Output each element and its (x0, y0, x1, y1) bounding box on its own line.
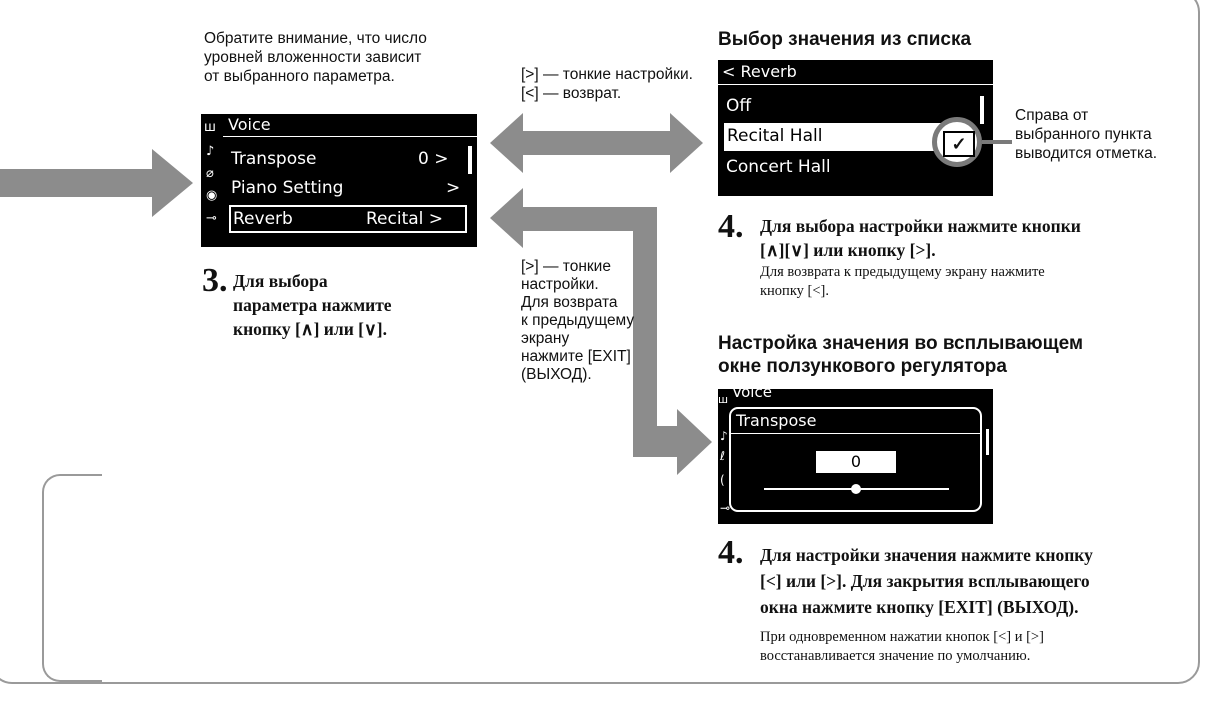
step-4-list-note: Для возврата к предыдущему экрану нажмит… (760, 264, 1045, 299)
checkmark-callout-circle: ✓ (932, 117, 982, 167)
exit-note: [>] — тонкие настройки. Для возврата к п… (521, 258, 635, 383)
note-icon: ♪ (206, 144, 215, 159)
popup-title: Transpose (736, 411, 817, 430)
piano-icon: ш (204, 120, 216, 135)
double-arrow (490, 113, 703, 173)
metronome-icon: ⌀ (206, 166, 214, 181)
step-3-text: Для выбора параметра нажмите кнопку [∧] … (233, 271, 392, 339)
slider-section-heading: Настройка значения во всплывающем окне п… (718, 333, 1084, 377)
option-off[interactable]: Off (726, 96, 752, 116)
voice-title: Voice (228, 115, 271, 134)
transpose-popup-lcd-screen: Voice ш ♪ ℓ ( ⊸ Transpose 0 (718, 389, 993, 524)
voice-icon-column: ш ♪ ⌀ ◉ ⊸ (201, 114, 223, 247)
background-voice-title: Voice (732, 389, 772, 401)
record-icon: ◉ (206, 188, 218, 203)
page-frame (0, 0, 1200, 684)
step-3-number: 3. (202, 262, 228, 299)
slider-knob[interactable] (851, 484, 861, 494)
step-4-slider-note: При одновременном нажатии кнопок [<] и [… (760, 629, 1044, 664)
scrollbar[interactable] (980, 96, 984, 124)
option-concert-hall[interactable]: Concert Hall (726, 157, 831, 177)
fine-settings-note: [>] — тонкие настройки. [<] — возврат. (521, 66, 693, 102)
step-4-list-number: 4. (718, 208, 744, 245)
incoming-arrow (0, 149, 193, 217)
step-4-slider-number: 4. (718, 534, 744, 571)
checkmark-callout-text: Справа от выбранного пункта выводится от… (1015, 107, 1158, 162)
page-frame-bottom-left (42, 474, 102, 682)
step-4-list-text: Для выбора настройки нажмите кнопки [∧][… (760, 216, 1081, 260)
voice-lcd-screen: ш ♪ ⌀ ◉ ⊸ Voice Transpose 0 > Piano Sett… (201, 114, 477, 247)
menu-row-transpose[interactable]: Transpose (231, 149, 317, 169)
reverb-title: < Reverb (722, 62, 797, 81)
transpose-popup: Transpose 0 (729, 407, 982, 512)
callout-line (982, 140, 1012, 144)
scrollbar[interactable] (468, 146, 472, 174)
step-4-slider-text: Для настройки значения нажмите кнопку [<… (760, 545, 1093, 617)
list-section-heading: Выбор значения из списка (718, 29, 972, 50)
menu-row-reverb-selected[interactable]: Reverb Recital > (229, 205, 467, 233)
piano-icon: ш (718, 393, 729, 406)
connection-icon: ⊸ (206, 211, 217, 226)
option-recital-hall-selected[interactable]: Recital Hall (724, 123, 967, 151)
menu-row-piano-setting[interactable]: Piano Setting (231, 178, 344, 198)
check-icon: ✓ (943, 131, 975, 157)
levels-note: Обратите внимание, что число уровней вло… (204, 30, 427, 85)
l-shaped-arrow (490, 188, 712, 475)
transpose-value-field[interactable]: 0 (816, 451, 896, 473)
